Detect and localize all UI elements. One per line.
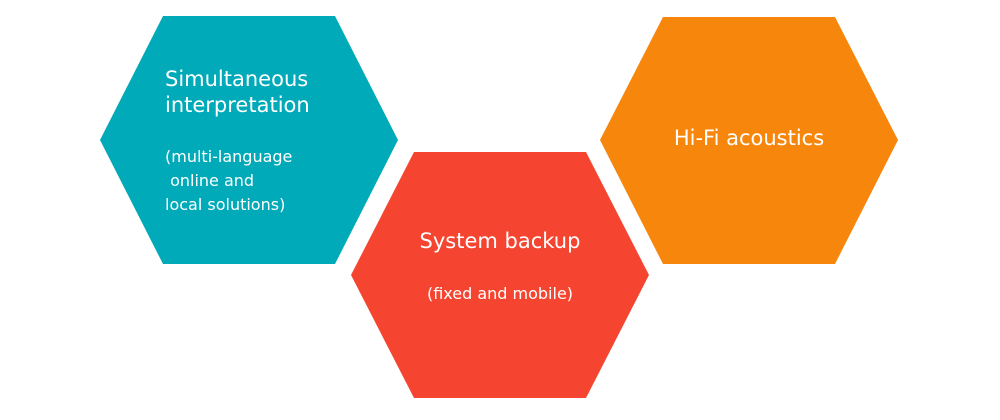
hex1-title-line-2: interpretation	[165, 93, 310, 117]
hexagon-simultaneous-interpretation: Simultaneous interpretation (multi-langu…	[100, 16, 398, 264]
hex3-title-line-1: Hi-Fi acoustics	[674, 126, 824, 150]
hexagon-shape-red	[351, 152, 649, 398]
hex1-title-line-1: Simultaneous	[165, 67, 308, 91]
hex1-subtitle-line-2: online and	[165, 171, 254, 190]
hexagon-shape-teal	[100, 16, 398, 264]
hexagon-hifi-acoustics: Hi-Fi acoustics	[600, 17, 898, 264]
hex1-subtitle-line-3: local solutions)	[165, 195, 285, 214]
hex2-title-line-1: System backup	[420, 229, 581, 253]
hexagon-system-backup: System backup (fixed and mobile)	[351, 152, 649, 398]
hexagon-shape-orange	[600, 17, 898, 264]
hex2-subtitle-line-1: (fixed and mobile)	[427, 284, 573, 303]
hex1-subtitle-line-1: (multi-language	[165, 147, 292, 166]
